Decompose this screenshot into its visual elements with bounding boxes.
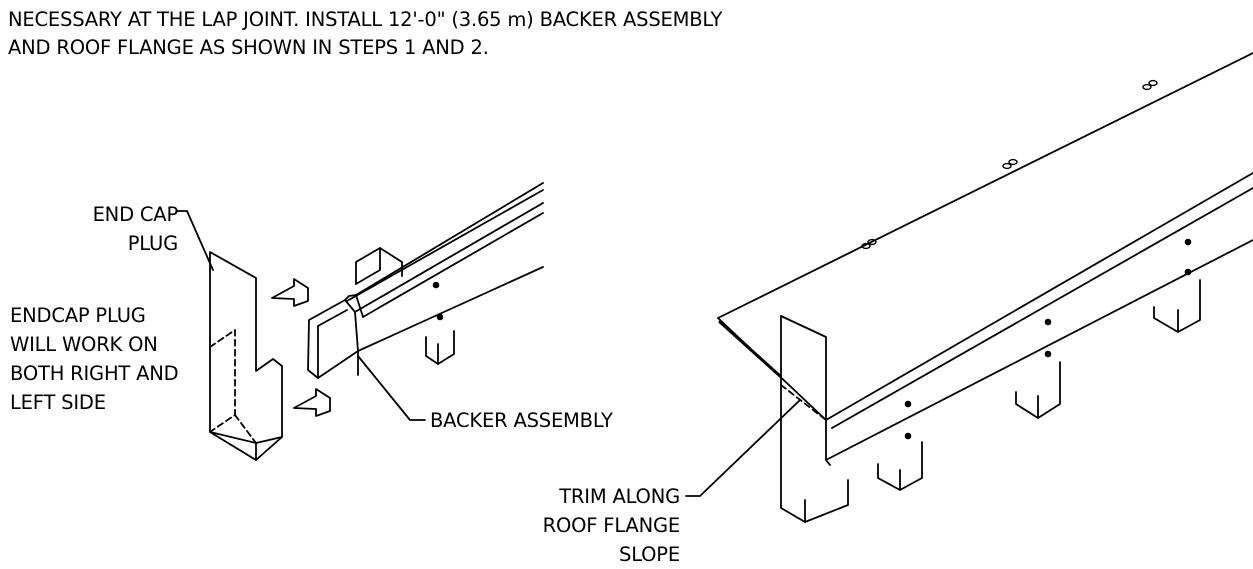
- insert-arrow-lower: [293, 388, 331, 417]
- instruction-line-2: AND ROOF FLANGE AS SHOWN IN STEPS 1 AND …: [8, 36, 489, 59]
- trim-note-line: ROOF FLANGE: [542, 514, 681, 537]
- trim-note-line: TRIM ALONG: [559, 485, 680, 508]
- endcap-note-label: ENDCAP PLUG WILL WORK ON BOTH RIGHT AND …: [10, 301, 179, 417]
- endcap-note-line: BOTH RIGHT AND: [10, 362, 179, 385]
- instruction-text: NECESSARY AT THE LAP JOINT. INSTALL 12'-…: [8, 6, 722, 62]
- end-cap-plug-label-line: END CAP: [92, 203, 179, 226]
- backer-assembly-part: [307, 182, 544, 379]
- endcap-note-line: LEFT SIDE: [10, 391, 106, 414]
- backer-assembly-label: BACKER ASSEMBLY: [430, 406, 613, 435]
- roof-flange-assembly: [717, 52, 1253, 523]
- backer-assembly-leader: [357, 355, 426, 421]
- instruction-line-1: NECESSARY AT THE LAP JOINT. INSTALL 12'-…: [8, 8, 723, 31]
- trim-note-leader: [685, 399, 801, 497]
- endcap-note-line: ENDCAP PLUG: [10, 304, 146, 327]
- end-cap-plug-label: END CAP PLUG: [74, 200, 179, 258]
- backer-assembly-label-text: BACKER ASSEMBLY: [430, 409, 613, 432]
- trim-note-line: SLOPE: [619, 543, 680, 566]
- end-cap-plug-label-line: PLUG: [127, 232, 178, 255]
- insert-arrow-upper: [271, 278, 309, 307]
- end-cap-plug-part: [209, 251, 283, 461]
- endcap-note-line: WILL WORK ON: [10, 333, 158, 356]
- trim-note-label: TRIM ALONG ROOF FLANGE SLOPE: [520, 482, 681, 569]
- end-cap-plug-leader: [176, 210, 214, 271]
